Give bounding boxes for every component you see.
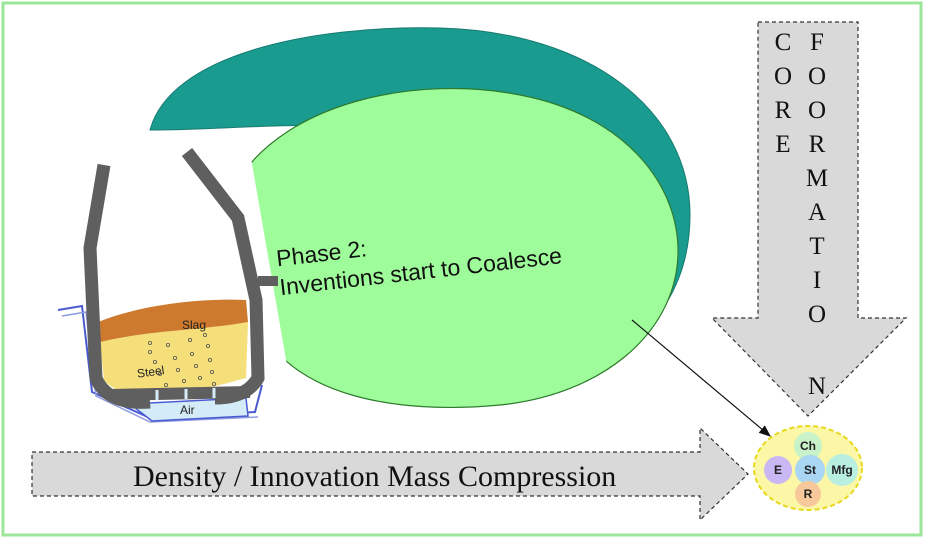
slag-label: Slag	[182, 318, 206, 332]
node-r	[795, 481, 821, 507]
formation-letter: R	[809, 131, 826, 158]
node-e-label: E	[774, 463, 782, 477]
formation-letter: A	[808, 199, 826, 226]
formation-letter: F	[810, 29, 824, 56]
node-st	[795, 455, 825, 485]
furnace: Slag Steel Air	[57, 148, 278, 423]
right-arrow	[31, 426, 749, 522]
side-pipe	[258, 276, 278, 286]
core-letter: R	[775, 97, 792, 124]
node-e	[764, 456, 792, 484]
air-label: Air	[180, 403, 195, 417]
furnace-bottom	[109, 386, 251, 401]
tuyeres	[155, 388, 216, 400]
node-mfg	[826, 454, 858, 486]
formation-letter: N	[808, 373, 826, 400]
slag-layer	[98, 299, 248, 342]
steel-pool	[100, 322, 248, 396]
bubbles	[147, 332, 216, 387]
core-letter: C	[775, 29, 792, 56]
node-ch-label: Ch	[800, 439, 816, 453]
formation-letter: M	[806, 165, 828, 192]
formation-letter: I	[813, 267, 821, 294]
core-letter: E	[775, 131, 790, 158]
node-ch	[794, 432, 822, 460]
connector-arrow	[631, 319, 771, 437]
right-arrow-label: Density / Innovation Mass Compression	[133, 460, 616, 493]
core-letter: O	[774, 63, 792, 90]
core-word: C O R E	[774, 29, 792, 158]
steel-label: Steel	[136, 363, 165, 381]
formation-letter: O	[808, 301, 826, 328]
formation-letter: O	[808, 63, 826, 90]
formation-letter: O	[808, 97, 826, 124]
node-st-label: St	[804, 463, 816, 477]
node-mfg-label: Mfg	[831, 463, 852, 477]
furnace-jacket-inner	[61, 311, 259, 423]
down-arrow	[710, 21, 908, 417]
core-cluster: Ch E St Mfg R	[753, 425, 863, 511]
node-r-label: R	[804, 487, 813, 501]
formation-letter: T	[809, 233, 824, 260]
formation-word: F O O R M A T I O N	[806, 29, 828, 400]
